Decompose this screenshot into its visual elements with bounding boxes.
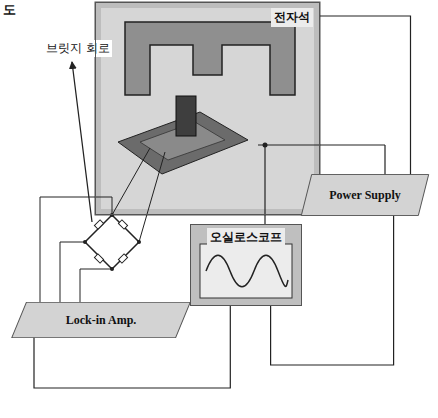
wire-connector — [320, 16, 411, 175]
power-supply-box: Power Supply — [300, 174, 430, 216]
junction-dot — [110, 213, 114, 217]
resistor-symbol — [94, 254, 103, 263]
title: 도 — [3, 1, 16, 19]
node-label: Lock-in Amp. — [66, 313, 137, 328]
signal-wire — [60, 242, 85, 302]
scope-screen — [200, 244, 292, 298]
oscilloscope-box: 오실로스코프 — [190, 224, 302, 306]
sine-wave — [206, 255, 288, 287]
resistor-symbol — [118, 254, 127, 263]
magnet-yoke — [125, 22, 295, 95]
junction-dot — [110, 267, 114, 271]
scope-body — [190, 224, 302, 306]
lockin-amp-box: Lock-in Amp. — [10, 302, 192, 338]
signal-wire — [40, 197, 112, 302]
signal-wire — [80, 269, 112, 302]
junction-dot — [83, 240, 87, 244]
parallelogram-outline — [301, 174, 428, 215]
sample-lead — [112, 148, 150, 215]
node-label: Power Supply — [329, 188, 400, 203]
parallelogram-outline — [12, 302, 190, 337]
wire-connector — [271, 215, 394, 365]
node-label: 오실로스코프 — [207, 228, 285, 247]
sample-lead — [139, 152, 165, 242]
resistor-symbol — [94, 220, 103, 229]
part-label: 브릿지 회로 — [44, 40, 112, 57]
leader-arrow — [72, 62, 92, 222]
resistor-symbol — [118, 220, 127, 229]
magnet-housing — [95, 2, 320, 215]
bridge-circuit — [85, 215, 139, 269]
scope-probe-wire — [264, 145, 265, 224]
electromagnet-box: 전자석 — [95, 2, 320, 215]
coil-wire — [384, 145, 385, 176]
coil-wire — [320, 144, 385, 145]
node-label: 전자석 — [271, 8, 313, 27]
junction-dot — [137, 240, 141, 244]
sample-holder — [176, 96, 196, 136]
